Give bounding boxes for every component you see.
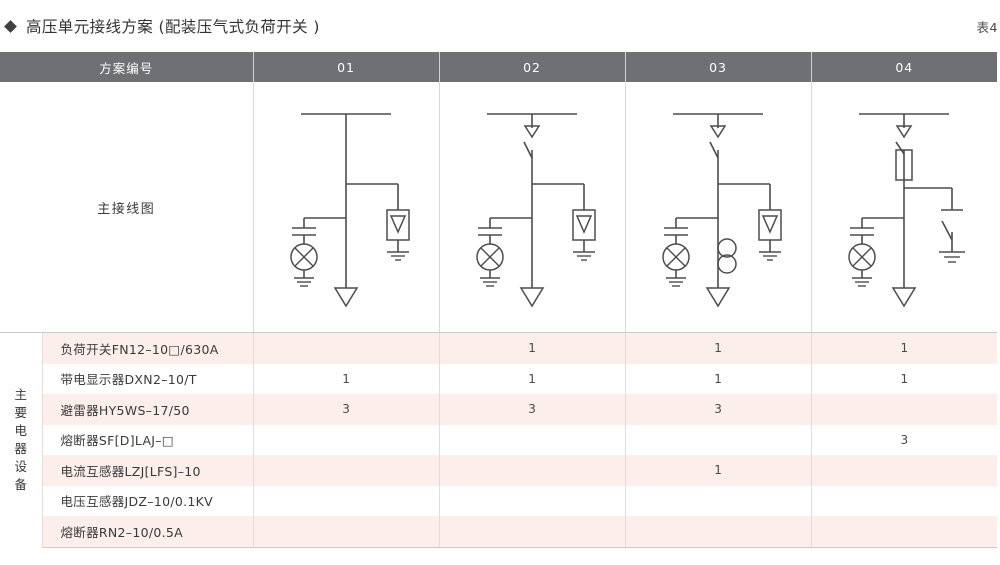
- vlabel-char-3: 器: [14, 441, 27, 456]
- diagram-cell-03: [625, 82, 812, 333]
- equipment-qty-03: [625, 485, 812, 516]
- equipment-qty-02: 1: [439, 363, 626, 394]
- header-col-03: 03: [625, 52, 812, 82]
- equipment-qty-02: 1: [439, 332, 626, 364]
- page-title-row: 高压单元接线方案 (配装压气式负荷开关 ): [0, 0, 1000, 52]
- earthing-blade: [941, 220, 953, 241]
- voltage-indicator-icon: [848, 218, 877, 287]
- voltage-indicator-icon: [476, 218, 504, 287]
- cable-outgoing-icon: [891, 287, 917, 308]
- table-row: 熔断器SF[D]LAJ–□ 3: [0, 424, 998, 455]
- vlabel-char-1: 要: [14, 404, 27, 420]
- equipment-name: 避雷器HY5WS–17/50: [42, 394, 254, 425]
- switch-blade: [895, 141, 905, 155]
- header-col-01: 01: [253, 52, 440, 82]
- equipment-name: 负荷开关FN12–10□/630A: [42, 332, 254, 364]
- vlabel-char-5: 备: [14, 477, 27, 493]
- equipment-qty-03: 1: [625, 332, 812, 364]
- equipment-qty-03: [625, 516, 812, 548]
- header-scheme-label: 方案编号: [0, 52, 254, 82]
- vlabel-char-2: 电: [14, 422, 27, 438]
- voltage-indicator-icon: [290, 218, 318, 287]
- equipment-qty-04: [811, 516, 998, 548]
- table-row: 电压互感器JDZ–10/0.1KV: [0, 485, 998, 516]
- equipment-name: 熔断器SF[D]LAJ–□: [42, 424, 254, 455]
- diagram-row-label: 主接线图: [0, 82, 254, 333]
- table-row: 电流互感器LZJ[LFS]–10 1: [0, 455, 998, 486]
- switch-blade: [709, 141, 719, 159]
- equipment-qty-01: 3: [253, 394, 440, 425]
- equipment-qty-04: [811, 394, 998, 425]
- table-row: 熔断器RN2–10/0.5A: [0, 516, 998, 548]
- equipment-qty-01: [253, 516, 440, 548]
- surge-arrester-icon: [386, 209, 410, 261]
- diagram-row: 主接线图: [0, 82, 998, 333]
- equipment-qty-03: 1: [625, 455, 812, 486]
- wiring-diagram-03: [662, 113, 782, 308]
- table-row: 避雷器HY5WS–17/50 3 3 3: [0, 394, 998, 425]
- equipment-name: 熔断器RN2–10/0.5A: [42, 516, 254, 548]
- equipment-qty-04: 3: [811, 424, 998, 455]
- equipment-name: 电压互感器JDZ–10/0.1KV: [42, 485, 254, 516]
- equipment-qty-04: 1: [811, 332, 998, 364]
- equipment-qty-03: [625, 424, 812, 455]
- load-break-switch-icon: [895, 125, 913, 155]
- equipment-qty-02: [439, 485, 626, 516]
- surge-arrester-icon: [758, 209, 782, 261]
- cable-outgoing-icon: [519, 287, 545, 308]
- equipment-name: 电流互感器LZJ[LFS]–10: [42, 455, 254, 486]
- equipment-qty-01: [253, 332, 440, 364]
- cable-outgoing-icon: [333, 287, 359, 308]
- diagram-cell-02: [439, 82, 626, 333]
- load-break-switch-icon: [523, 125, 541, 159]
- earthing-switch-icon: [939, 188, 966, 263]
- equipment-qty-01: [253, 424, 440, 455]
- vlabel-char-0: 主: [14, 386, 27, 402]
- equipment-name: 带电显示器DXN2–10/T: [42, 363, 254, 394]
- equipment-qty-04: 1: [811, 363, 998, 394]
- header-col-04: 04: [811, 52, 998, 82]
- wiring-diagram-02: [476, 113, 596, 308]
- table-row: 带电显示器DXN2–10/T 1 1 1 1: [0, 363, 998, 394]
- equipment-section-label: 主 要 电 器 设 备: [0, 332, 43, 547]
- equipment-qty-03: 1: [625, 363, 812, 394]
- surge-arrester-icon: [572, 209, 596, 261]
- equipment-qty-02: 3: [439, 394, 626, 425]
- diamond-bullet-icon: [4, 19, 17, 33]
- equipment-qty-01: [253, 485, 440, 516]
- equipment-qty-02: [439, 455, 626, 486]
- switch-blade: [523, 141, 533, 159]
- equipment-qty-02: [439, 424, 626, 455]
- diagram-cell-01: [253, 82, 440, 333]
- table-row: 主 要 电 器 设 备 负荷开关FN12–10□/630A 1 1 1: [0, 332, 998, 547]
- equipment-qty-01: 1: [253, 363, 440, 394]
- equipment-qty-04: [811, 455, 998, 486]
- wiring-scheme-table: 方案编号 01 02 03 04 主接线图: [0, 52, 998, 548]
- equipment-qty-02: [439, 516, 626, 548]
- header-col-02: 02: [439, 52, 626, 82]
- voltage-indicator-icon: [662, 218, 690, 287]
- table-header-row: 方案编号 01 02 03 04: [0, 52, 998, 82]
- equipment-qty-01: [253, 455, 440, 486]
- load-break-switch-icon: [709, 125, 727, 159]
- equipment-qty-03: 3: [625, 394, 812, 425]
- cable-outgoing-icon: [705, 287, 731, 308]
- diagram-cell-04: [811, 82, 998, 333]
- equipment-qty-04: [811, 485, 998, 516]
- current-transformer-icon: [717, 238, 737, 274]
- page-title: 高压单元接线方案 (配装压气式负荷开关 ): [26, 18, 320, 36]
- vlabel-char-4: 设: [14, 459, 27, 475]
- table-number-label: 表4: [976, 20, 998, 35]
- wiring-diagram-01: [290, 113, 410, 308]
- wiring-diagram-04: [848, 113, 966, 308]
